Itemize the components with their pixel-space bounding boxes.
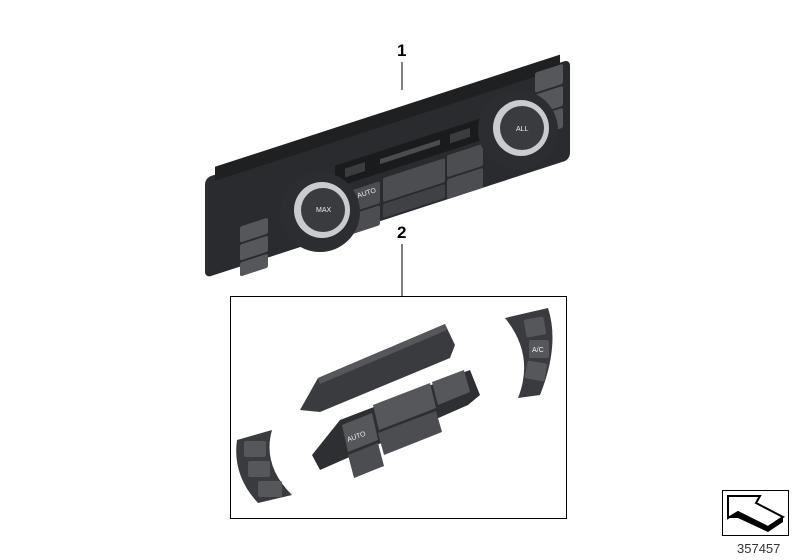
display-trim-strip [300,324,455,412]
callout-2: 2 [397,223,406,242]
left-knob[interactable]: MAX [280,172,360,252]
p2-ac-button[interactable] [529,340,549,358]
p2-front-defrost-button[interactable] [524,360,548,382]
unit-top-edge [215,54,560,181]
p2-auto-button[interactable] [342,413,378,452]
vent-button-middle[interactable] [240,236,268,261]
rear-defrost-button[interactable] [535,64,563,93]
vent-button-upper[interactable] [240,218,268,243]
p2-vent-lower-button[interactable] [258,481,282,497]
p2-seat-right-button[interactable] [432,370,470,405]
p2-vent-upper-button[interactable] [244,441,266,457]
catalog-number: 357457 [737,541,780,556]
right-knob[interactable]: ALL [478,90,558,170]
part-1-climate-control-unit[interactable]: MAX AUTO ALL [205,51,570,288]
p2-seat-left-button[interactable] [348,443,384,478]
max-label: MAX [316,207,332,214]
navigation-arrow-icon[interactable] [722,490,789,536]
fan-button[interactable] [383,158,445,202]
p2-ac-label: A/C [532,347,544,354]
seat-vent-button[interactable] [447,168,483,200]
part-2-frame [230,296,567,519]
all-label: ALL [516,126,529,133]
part-2-button-trim-set[interactable]: AUTO A/C [236,308,553,503]
callout-1: 1 [397,41,406,60]
p2-rear-defrost-button[interactable] [523,316,547,338]
vent-button-lower[interactable] [240,254,268,277]
p2-vent-middle-button[interactable] [248,461,270,477]
p2-temp-button[interactable] [378,411,442,455]
seat-heat-right-button[interactable] [447,144,483,178]
p2-fan-button[interactable] [373,383,436,430]
